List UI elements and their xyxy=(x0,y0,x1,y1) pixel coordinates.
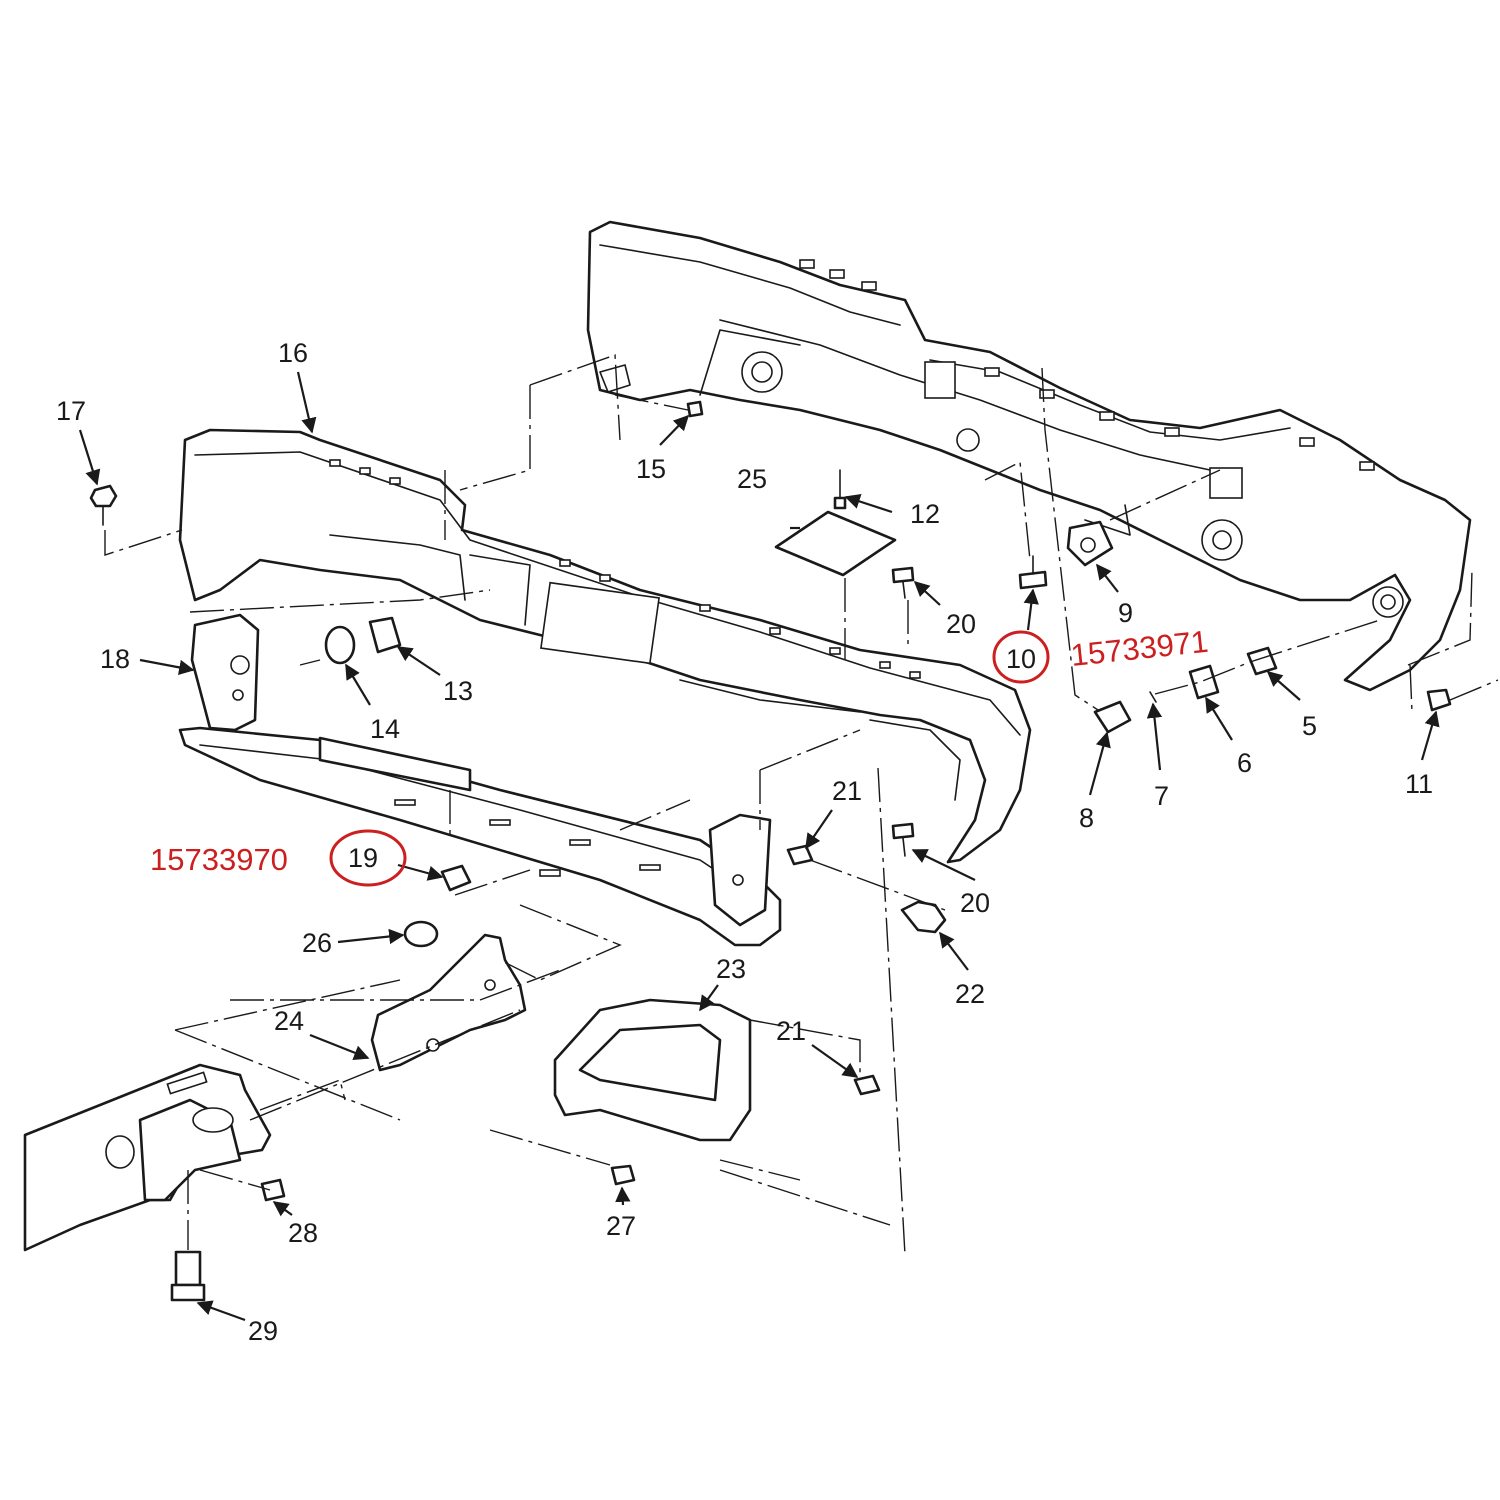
part-number-15733971: 15733971 xyxy=(1069,624,1210,673)
callout-11: 11 xyxy=(1405,769,1433,799)
callout-9: 9 xyxy=(1118,598,1133,628)
callout-12: 12 xyxy=(910,499,940,529)
callout-5: 5 xyxy=(1302,711,1317,741)
callout-14: 14 xyxy=(370,714,400,744)
frame-rail xyxy=(23,1063,272,1252)
callout-8: 8 xyxy=(1079,803,1094,833)
leader-lines xyxy=(78,371,1440,1322)
bumper-bracket-right xyxy=(553,998,752,1142)
callout-21-upper: 21 xyxy=(832,776,862,806)
callout-28: 28 xyxy=(288,1218,318,1248)
highlight-ring-10 xyxy=(992,630,1050,684)
callout-20-upper: 20 xyxy=(946,609,976,639)
callout-13: 13 xyxy=(443,676,473,706)
callout-6: 6 xyxy=(1237,748,1252,778)
callout-7: 7 xyxy=(1154,781,1169,811)
callout-24: 24 xyxy=(274,1006,304,1036)
highlight-ring-19 xyxy=(329,829,407,887)
callout-29: 29 xyxy=(248,1316,278,1346)
callout-17: 17 xyxy=(56,396,86,426)
step-bumper xyxy=(178,428,1032,864)
callout-27: 27 xyxy=(606,1211,636,1241)
callout-16: 16 xyxy=(278,338,308,368)
callout-18: 18 xyxy=(100,644,130,674)
part-number-15733970: 15733970 xyxy=(150,842,288,877)
rear-bumper-face-bar xyxy=(586,220,1472,692)
callout-19: 19 xyxy=(348,843,378,873)
assembly-lines xyxy=(104,354,1499,1256)
callout-22: 22 xyxy=(955,979,985,1009)
callout-25: 25 xyxy=(737,464,767,494)
callout-20-lower: 20 xyxy=(960,888,990,918)
bumper-reinforcement-bar xyxy=(178,613,782,947)
highlight-annotations: 15733971 15733970 xyxy=(150,624,1210,887)
callout-15: 15 xyxy=(636,454,666,484)
callout-23: 23 xyxy=(716,954,746,984)
callout-21-lower: 21 xyxy=(776,1016,806,1046)
callout-26: 26 xyxy=(302,928,332,958)
hardware-parts xyxy=(89,400,1452,1302)
callout-labels: 16 17 18 15 25 12 20 10 9 5 6 7 8 11 13 … xyxy=(56,338,1433,1346)
callout-10: 10 xyxy=(1006,644,1036,674)
bumper-bracket-left xyxy=(370,933,527,1072)
